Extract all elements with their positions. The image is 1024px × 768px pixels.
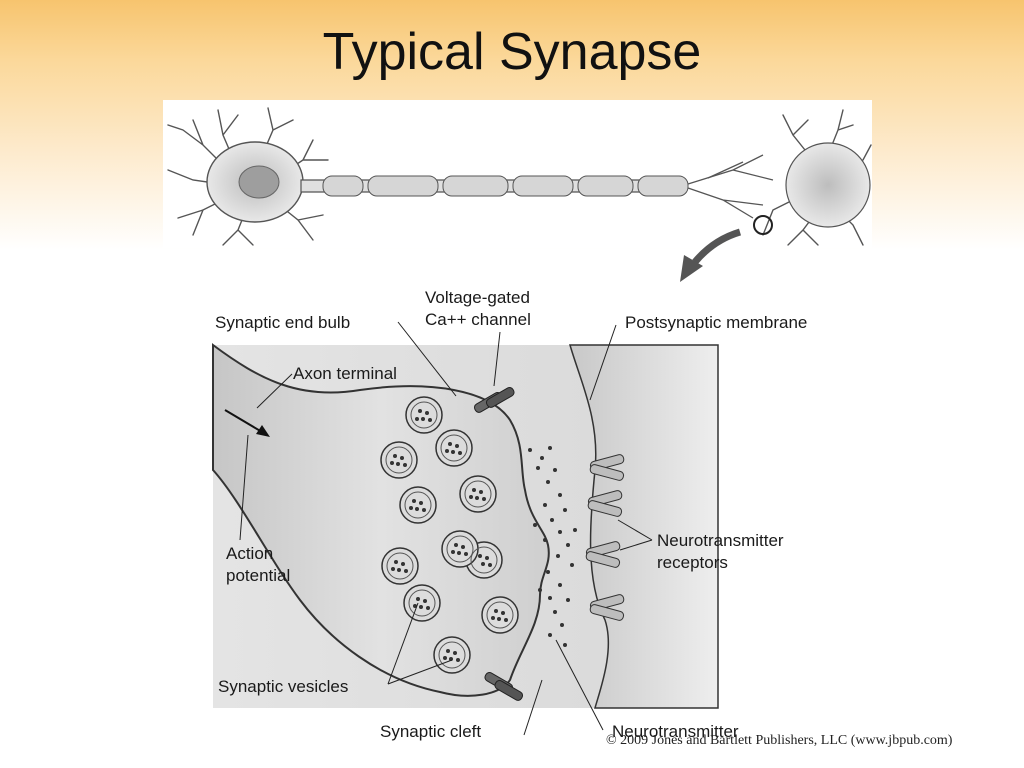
synaptic-end-bulb bbox=[212, 343, 550, 697]
leader-lines bbox=[239, 321, 653, 736]
vesicle-inner bbox=[385, 401, 514, 669]
label-action-potential: Action potential bbox=[226, 544, 291, 585]
neuron-overview-panel bbox=[163, 100, 872, 248]
ca-channel-top bbox=[473, 386, 515, 413]
vesicle-contents bbox=[390, 409, 508, 662]
neuron-illustration bbox=[167, 107, 872, 246]
label-neurotransmitter-receptors: Neurotransmitter receptors bbox=[657, 531, 784, 572]
action-potential-arrow bbox=[224, 409, 270, 437]
label-voltage-gated-channel: Voltage-gated Ca++ channel bbox=[425, 288, 531, 329]
neurotransmitter-receptors-marks bbox=[585, 454, 625, 621]
label-synaptic-vesicles: Synaptic vesicles bbox=[218, 677, 349, 696]
label-synaptic-cleft: Synaptic cleft bbox=[380, 722, 482, 741]
label-postsynaptic-membrane: Postsynaptic membrane bbox=[625, 313, 808, 332]
copyright-credit: © 2009 Jones and Bartlett Publishers, LL… bbox=[606, 733, 953, 748]
ca-channel-bottom bbox=[484, 671, 524, 701]
zoom-arrow-head bbox=[680, 255, 703, 282]
neurotransmitter-dots bbox=[528, 446, 577, 647]
label-axon-terminal: Axon terminal bbox=[293, 364, 397, 383]
zoom-arrow bbox=[692, 228, 742, 265]
label-synaptic-end-bulb: Synaptic end bulb bbox=[215, 313, 351, 332]
slide-title: Typical Synapse bbox=[322, 23, 702, 81]
label-neurotransmitter: Neurotransmitter bbox=[612, 722, 739, 741]
